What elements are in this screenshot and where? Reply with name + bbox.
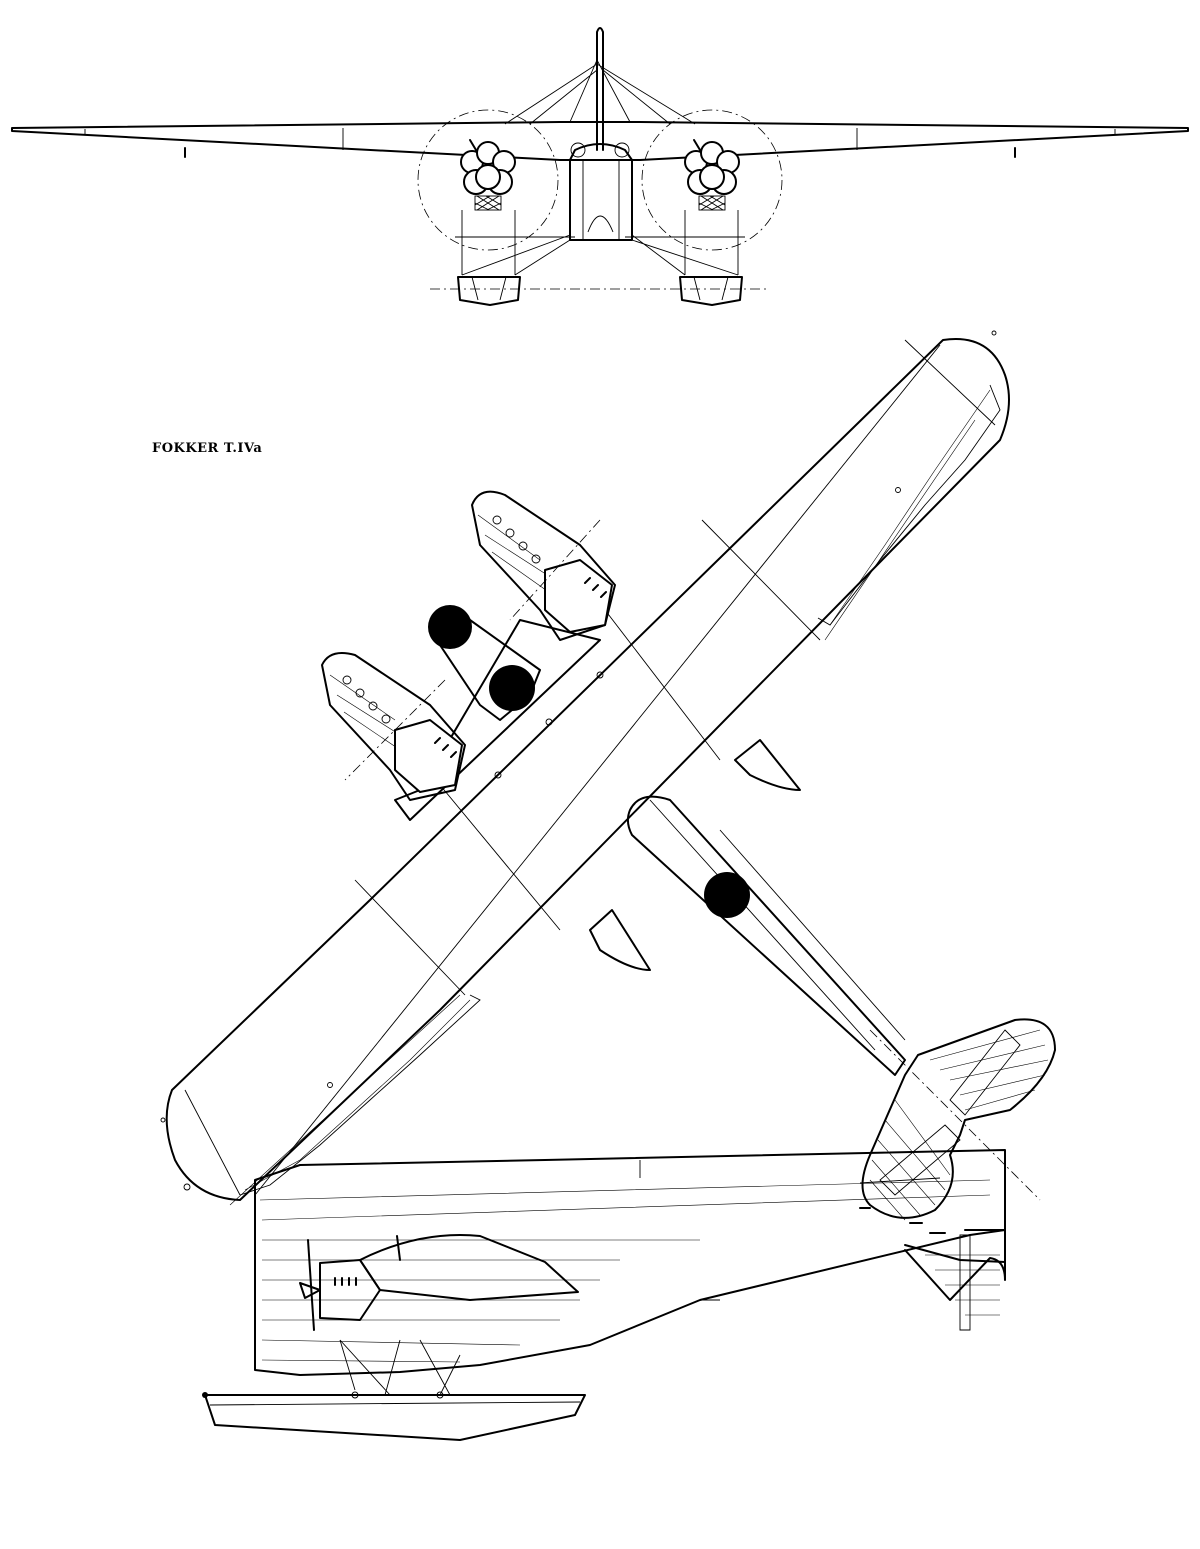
plan-view	[160, 330, 1056, 1221]
left-propeller-disc	[417, 109, 559, 251]
left-float-front	[457, 276, 521, 306]
left-aileron	[239, 994, 481, 1196]
side-propeller	[307, 1239, 315, 1331]
front-fin	[596, 27, 604, 151]
front-fuselage	[569, 143, 633, 241]
plan-tailplane	[861, 1018, 1056, 1219]
mid-cockpit-opening	[489, 665, 535, 711]
side-wing	[359, 1234, 579, 1301]
right-aileron	[817, 384, 1001, 626]
front-cockpit-opening	[428, 605, 472, 649]
drawing-title: FOKKER T.IVa	[152, 441, 263, 456]
side-view	[202, 1149, 1006, 1441]
right-engine-front	[684, 139, 740, 211]
left-engine-front	[460, 139, 516, 211]
rear-cockpit-opening	[704, 872, 750, 918]
plan-left-engine	[394, 719, 463, 793]
side-engine	[319, 1259, 381, 1321]
plan-wing	[165, 338, 1010, 1201]
plan-right-float	[471, 490, 616, 641]
right-propeller-disc	[641, 109, 783, 251]
plan-right-engine	[544, 559, 613, 633]
plan-fuselage	[626, 795, 906, 1076]
front-wing	[11, 121, 1189, 161]
plan-left-float	[321, 652, 466, 801]
side-float	[204, 1394, 586, 1441]
front-view	[11, 27, 1189, 306]
right-float-front	[679, 276, 743, 306]
